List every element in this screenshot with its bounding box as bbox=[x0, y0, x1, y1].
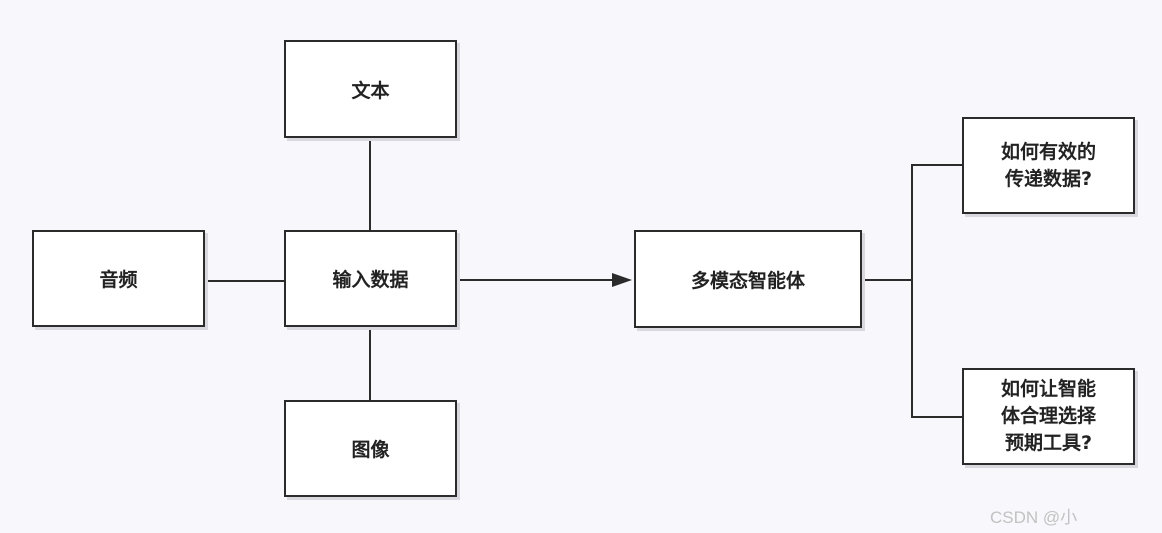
q1-line-2: 传递数据? bbox=[1004, 167, 1093, 190]
node-image: 图像 bbox=[284, 400, 457, 497]
node-multimodal-agent: 多模态智能体 bbox=[634, 230, 862, 328]
node-input-data: 输入数据 bbox=[284, 230, 457, 327]
node-image-label: 图像 bbox=[351, 439, 390, 461]
node-audio-label: 音频 bbox=[99, 269, 138, 291]
node-text: 文本 bbox=[284, 40, 457, 138]
watermark: CSDN @小 bbox=[990, 508, 1078, 527]
node-text-label: 文本 bbox=[351, 79, 390, 102]
q2-line-3: 预期工具? bbox=[1004, 432, 1093, 454]
node-audio: 音频 bbox=[32, 230, 205, 327]
node-question-tool-selection: 如何让智能 体合理选择 预期工具? bbox=[962, 368, 1135, 465]
connector-branch-vertical bbox=[911, 164, 962, 418]
node-question-data-transfer: 如何有效的 传递数据? bbox=[962, 117, 1135, 214]
q1-line-1: 如何有效的 bbox=[1000, 140, 1096, 163]
q2-line-2: 体合理选择 bbox=[1000, 405, 1096, 427]
q2-line-1: 如何让智能 bbox=[1000, 378, 1096, 400]
node-agent-label: 多模态智能体 bbox=[690, 269, 805, 292]
arrowhead-icon bbox=[612, 273, 632, 287]
node-input-label: 输入数据 bbox=[332, 269, 409, 291]
